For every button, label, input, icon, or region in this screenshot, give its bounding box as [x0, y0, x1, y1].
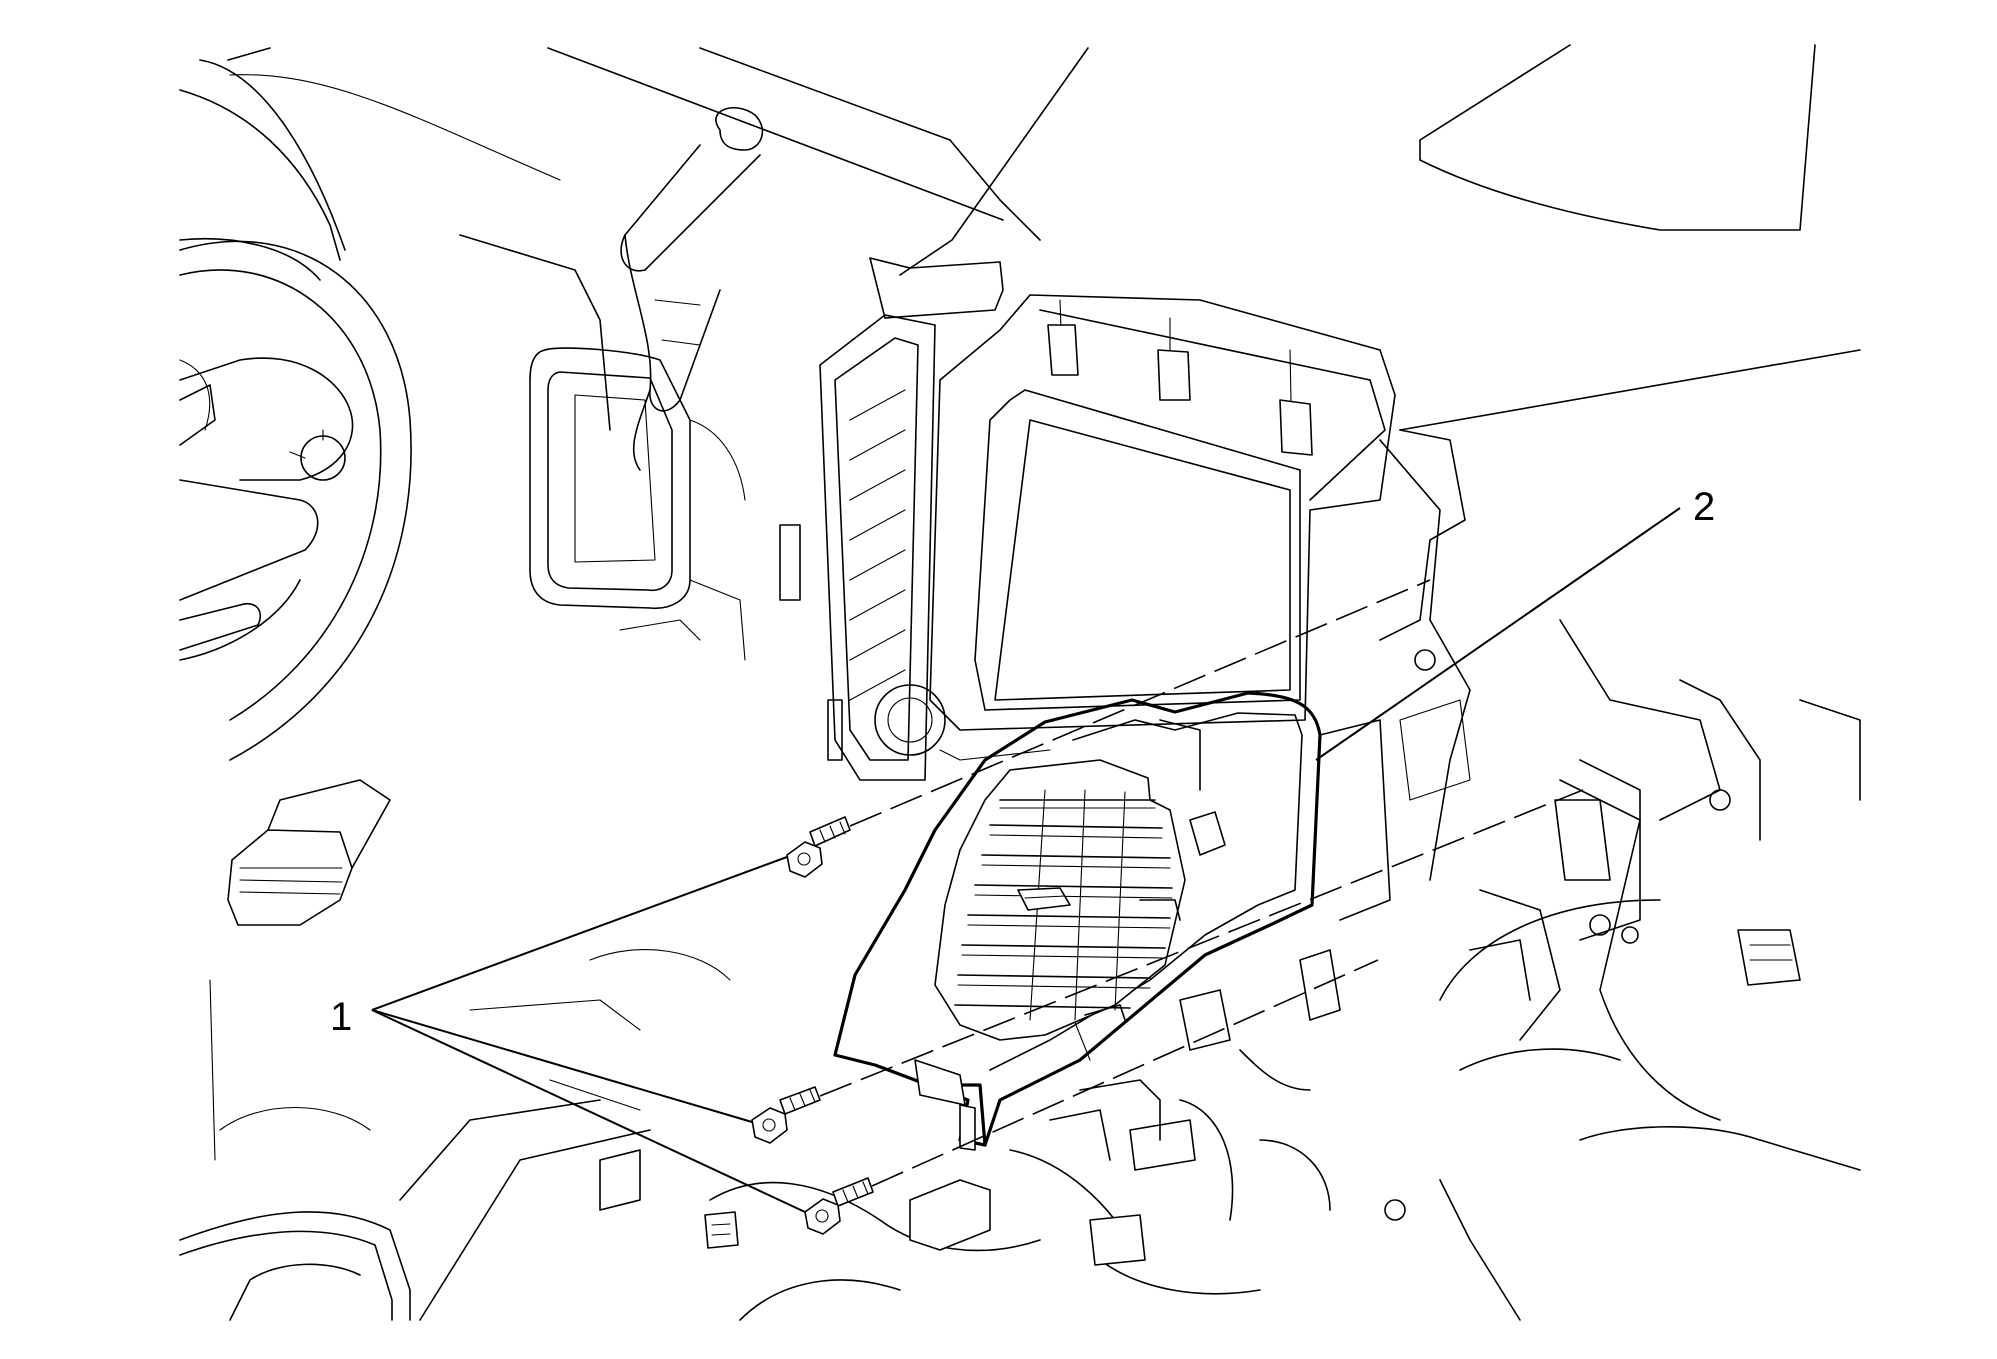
right-instrument-structure — [1380, 430, 1860, 1320]
air-outlet-louvers — [955, 790, 1172, 1020]
column-shroud — [530, 348, 745, 660]
callout-leaders — [372, 508, 1680, 1212]
steering-wheel — [180, 60, 411, 760]
lower-console — [180, 950, 730, 1320]
lower-wiring-harness — [600, 950, 1405, 1320]
screw-upper — [787, 817, 850, 877]
radio-display — [875, 295, 1395, 760]
brake-pedal — [228, 780, 390, 925]
callout-1: 1 — [330, 995, 352, 1039]
screw-middle — [752, 1087, 820, 1143]
column-stalk — [460, 108, 762, 470]
windshield-and-dash-top — [228, 45, 1860, 430]
screw-lower — [805, 1178, 873, 1234]
callout-2: 2 — [1693, 485, 1715, 529]
screw-alignment-lines — [820, 580, 1583, 1186]
air-outlet-assembly — [835, 693, 1390, 1150]
left-center-vent — [780, 258, 1003, 780]
